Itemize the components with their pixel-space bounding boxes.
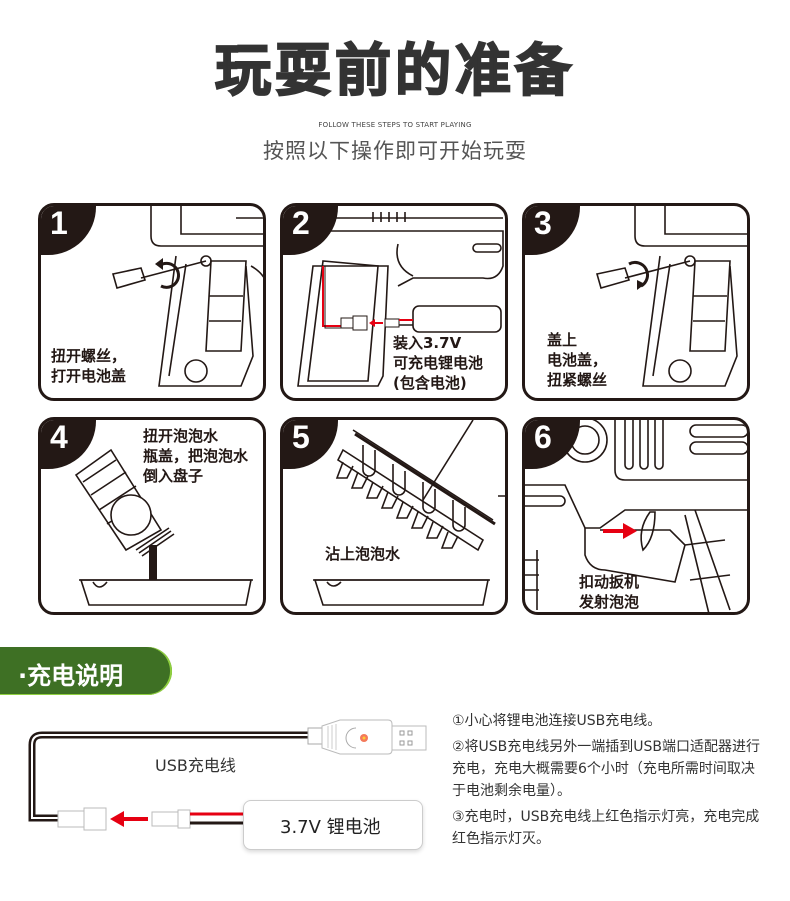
rotate-arrow-icon xyxy=(158,261,180,289)
rotate-arrow-icon xyxy=(628,260,650,288)
charging-instructions: ①小心将锂电池连接USB充电线。 ②将USB充电线另外一端插到USB端口适配器进… xyxy=(452,710,762,854)
step-caption: 沾上泡泡水 xyxy=(325,545,401,563)
subtitle-chinese: 按照以下操作即可开始玩耍 xyxy=(263,139,527,163)
step-number-badge: 5 xyxy=(283,420,338,469)
step-panel-6: 6 扣动扳机 发射泡泡 xyxy=(522,417,750,615)
insert-battery-illustration xyxy=(297,212,504,387)
usb-charging-cable-diagram xyxy=(28,719,427,831)
step-panel-3: 3 盖上 电池盖， 扭紧螺丝 xyxy=(522,203,750,401)
step-panel-2: 2 装入3.7V 可充电锂电池 (包含电池) xyxy=(280,203,508,401)
usb-cable-label: USB充电线 xyxy=(155,756,236,775)
pull-trigger-illustration xyxy=(525,420,747,612)
step-panel-5: 5 沾上泡泡水 xyxy=(280,417,508,615)
step-panel-4: 4 扭开泡泡水 瓶盖，把泡泡水 倒入盘子 xyxy=(38,417,266,615)
step-number-badge: 2 xyxy=(283,206,338,255)
step-caption: 扭开泡泡水 瓶盖，把泡泡水 倒入盘子 xyxy=(143,427,249,485)
step-panel-1: 1 扭开螺丝， 打开电池盖 xyxy=(38,203,266,401)
instruction-1: ①小心将锂电池连接USB充电线。 xyxy=(452,713,662,729)
step-caption: 装入3.7V 可充电锂电池 (包含电池) xyxy=(393,334,484,392)
solution-stream xyxy=(149,545,157,580)
step-caption: 扭开螺丝， 打开电池盖 xyxy=(51,347,127,385)
step-number-badge: 3 xyxy=(525,206,580,255)
unscrew-battery-cover-illustration xyxy=(111,206,263,387)
step-caption: 盖上 电池盖， 扭紧螺丝 xyxy=(547,331,608,389)
subtitle-english: FOLLOW THESE STEPS TO START PLAYING xyxy=(318,121,472,129)
cable-connector xyxy=(57,810,85,828)
battery-box: 3.7V 锂电池 xyxy=(243,800,423,850)
step-caption: 扣动扳机 发射泡泡 xyxy=(579,573,640,611)
charging-section-header: ·充电说明 xyxy=(0,647,172,695)
section-title: ·充电说明 xyxy=(18,662,124,690)
instruction-2: ②将USB充电线另外一端插到USB端口适配器进行充电，充电大概需要6个小时（充电… xyxy=(452,739,761,799)
pour-bubble-solution-illustration xyxy=(74,448,253,606)
dip-bubble-solution-illustration xyxy=(313,420,505,606)
instruction-3: ③充电时，USB充电线上红色指示灯亮，充电完成红色指示灯灭。 xyxy=(452,809,760,847)
battery-connector xyxy=(151,811,179,827)
page-title: 玩耍前的准备 xyxy=(214,38,575,105)
battery-label: 3.7V 锂电池 xyxy=(280,817,381,838)
close-battery-cover-illustration xyxy=(595,206,747,387)
